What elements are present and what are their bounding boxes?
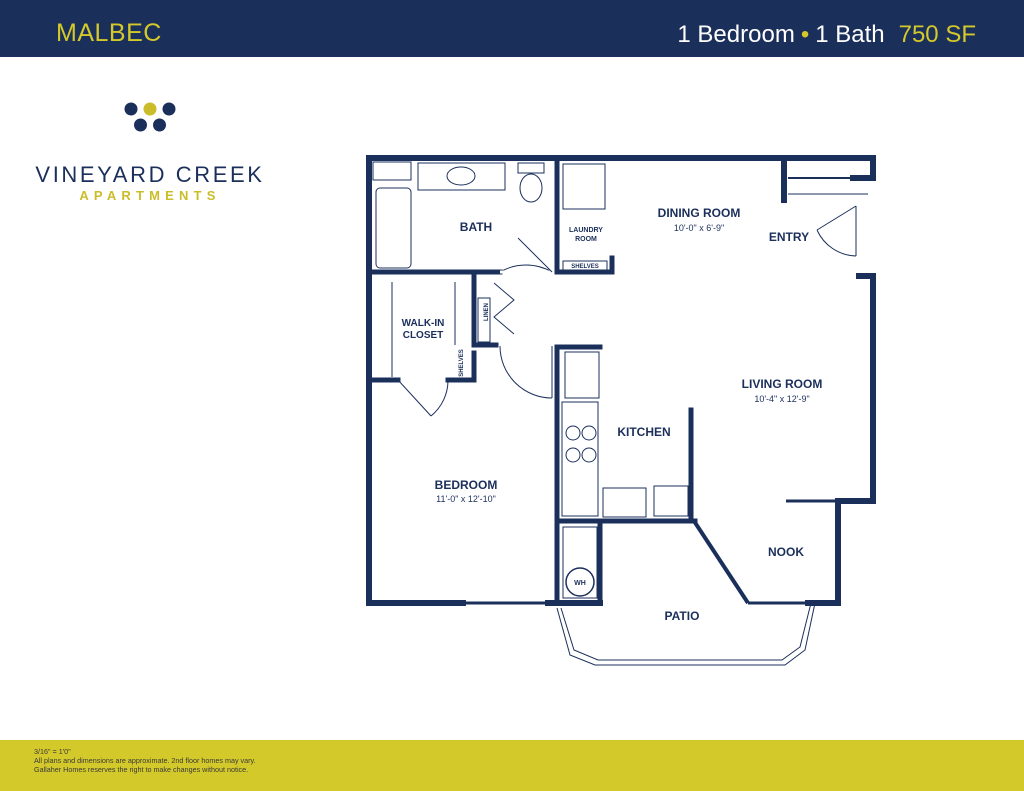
vineyard-creek-logo: VINEYARD CREEK APARTMENTS (30, 98, 270, 208)
laundry-shelves-label: SHELVES (571, 264, 599, 270)
interior-walls (369, 158, 698, 606)
grape-cluster-icon (124, 102, 176, 132)
bedroom-count: 1 Bedroom (677, 21, 795, 48)
living-room-label: LIVING ROOM (742, 377, 823, 391)
water-heater-label: WH (574, 580, 586, 587)
walkin-closet-label-line1: WALK-IN (402, 318, 445, 329)
footer-notes: 3/16" = 1'0" All plans and dimensions ar… (34, 747, 256, 774)
plan-name: MALBEC (56, 19, 162, 47)
exterior-walls (366, 155, 876, 606)
entry-label: ENTRY (769, 230, 809, 244)
patio-label: PATIO (665, 609, 700, 623)
bath-label: BATH (460, 220, 492, 234)
unit-summary: 1 Bedroom•1 Bath 750 SF (677, 21, 976, 49)
footer-bar: 3/16" = 1'0" All plans and dimensions ar… (0, 740, 1024, 791)
header-bar: MALBEC 1 Bedroom•1 Bath 750 SF (0, 0, 1024, 57)
square-footage: 750 SF (898, 21, 976, 48)
doors-windows (397, 177, 868, 666)
walkin-closet-label-line2: CLOSET (403, 330, 444, 341)
linen-label: LINEN (484, 303, 490, 321)
fixtures (372, 161, 689, 599)
closet-shelves-label: SHELVES (459, 349, 465, 377)
bedroom-dimensions: 11'-0" x 12'-10" (436, 494, 496, 504)
kitchen-label: KITCHEN (617, 425, 670, 439)
disclaimer-line1: All plans and dimensions are approximate… (34, 756, 256, 765)
laundry-label-line1: LAUNDRY (569, 227, 603, 234)
scale-note: 3/16" = 1'0" (34, 747, 71, 756)
dining-room-label: DINING ROOM (658, 206, 741, 220)
bedroom-label: BEDROOM (435, 478, 498, 492)
laundry-label-line2: ROOM (575, 236, 597, 243)
floor-plan: BATH LAUNDRY ROOM SHELVES DINING ROOM 10… (366, 155, 876, 666)
logo-subtitle: APARTMENTS (79, 188, 221, 203)
room-labels: BATH LAUNDRY ROOM SHELVES DINING ROOM 10… (402, 206, 823, 623)
bath-count: 1 Bath (815, 21, 885, 48)
disclaimer-line2: Gallaher Homes reserves the right to mak… (34, 765, 249, 774)
separator-dot: • (800, 21, 810, 48)
nook-label: NOOK (768, 545, 804, 559)
logo-name: VINEYARD CREEK (35, 162, 265, 187)
dining-room-dimensions: 10'-0" x 6'-9" (674, 223, 724, 233)
living-room-dimensions: 10'-4" x 12'-9" (754, 394, 809, 404)
